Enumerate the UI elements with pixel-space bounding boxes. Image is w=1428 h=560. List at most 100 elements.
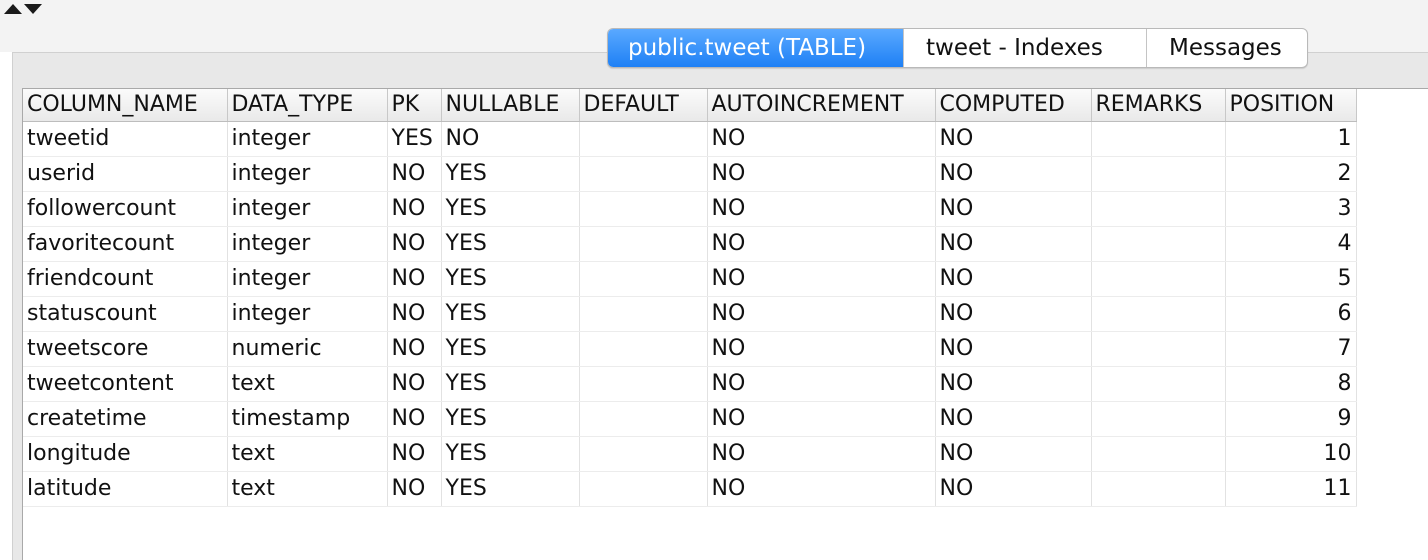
cell-computed[interactable]: NO [935, 226, 1092, 262]
cell-autoincrement[interactable]: NO [707, 401, 936, 437]
cell-default[interactable] [579, 436, 708, 472]
cell-position[interactable]: 6 [1225, 296, 1357, 332]
cell-pk[interactable]: NO [387, 471, 442, 507]
arrow-up-icon[interactable] [4, 4, 22, 14]
cell-nullable[interactable]: YES [441, 366, 580, 402]
cell-data-type[interactable]: integer [227, 226, 388, 262]
cell-nullable[interactable]: YES [441, 261, 580, 297]
header-autoincrement[interactable]: AUTOINCREMENT [707, 89, 936, 122]
cell-pk[interactable]: NO [387, 296, 442, 332]
header-remarks[interactable]: REMARKS [1091, 89, 1226, 122]
cell-computed[interactable]: NO [935, 296, 1092, 332]
cell-position[interactable]: 7 [1225, 331, 1357, 367]
cell-column-name[interactable]: followercount [23, 191, 228, 227]
cell-nullable[interactable]: YES [441, 296, 580, 332]
cell-default[interactable] [579, 156, 708, 192]
cell-remarks[interactable] [1091, 401, 1226, 437]
expand-collapse-arrows[interactable] [4, 4, 42, 14]
cell-default[interactable] [579, 401, 708, 437]
cell-data-type[interactable]: text [227, 366, 388, 402]
cell-data-type[interactable]: text [227, 471, 388, 507]
cell-computed[interactable]: NO [935, 331, 1092, 367]
cell-nullable[interactable]: YES [441, 191, 580, 227]
cell-column-name[interactable]: latitude [23, 471, 228, 507]
cell-default[interactable] [579, 331, 708, 367]
cell-computed[interactable]: NO [935, 156, 1092, 192]
header-computed[interactable]: COMPUTED [935, 89, 1092, 122]
cell-column-name[interactable]: tweetscore [23, 331, 228, 367]
cell-autoincrement[interactable]: NO [707, 471, 936, 507]
cell-default[interactable] [579, 226, 708, 262]
cell-remarks[interactable] [1091, 261, 1226, 297]
cell-column-name[interactable]: tweetcontent [23, 366, 228, 402]
cell-computed[interactable]: NO [935, 121, 1092, 157]
cell-remarks[interactable] [1091, 191, 1226, 227]
cell-data-type[interactable]: numeric [227, 331, 388, 367]
cell-data-type[interactable]: integer [227, 121, 388, 157]
cell-default[interactable] [579, 191, 708, 227]
cell-position[interactable]: 1 [1225, 121, 1357, 157]
cell-computed[interactable]: NO [935, 436, 1092, 472]
cell-pk[interactable]: NO [387, 366, 442, 402]
cell-column-name[interactable]: userid [23, 156, 228, 192]
cell-remarks[interactable] [1091, 331, 1226, 367]
cell-pk[interactable]: NO [387, 191, 442, 227]
cell-position[interactable]: 11 [1225, 471, 1357, 507]
cell-position[interactable]: 9 [1225, 401, 1357, 437]
cell-autoincrement[interactable]: NO [707, 156, 936, 192]
header-column-name[interactable]: COLUMN_NAME [23, 89, 228, 122]
cell-position[interactable]: 8 [1225, 366, 1357, 402]
cell-position[interactable]: 3 [1225, 191, 1357, 227]
cell-computed[interactable]: NO [935, 261, 1092, 297]
cell-remarks[interactable] [1091, 366, 1226, 402]
tab-messages[interactable]: Messages [1146, 29, 1307, 67]
cell-column-name[interactable]: tweetid [23, 121, 228, 157]
cell-default[interactable] [579, 366, 708, 402]
cell-pk[interactable]: YES [387, 121, 442, 157]
cell-default[interactable] [579, 121, 708, 157]
cell-default[interactable] [579, 296, 708, 332]
cell-nullable[interactable]: YES [441, 226, 580, 262]
cell-data-type[interactable]: text [227, 436, 388, 472]
cell-computed[interactable]: NO [935, 191, 1092, 227]
cell-position[interactable]: 2 [1225, 156, 1357, 192]
cell-autoincrement[interactable]: NO [707, 296, 936, 332]
cell-pk[interactable]: NO [387, 226, 442, 262]
cell-pk[interactable]: NO [387, 261, 442, 297]
header-data-type[interactable]: DATA_TYPE [227, 89, 388, 122]
cell-remarks[interactable] [1091, 296, 1226, 332]
cell-pk[interactable]: NO [387, 436, 442, 472]
header-nullable[interactable]: NULLABLE [441, 89, 580, 122]
cell-computed[interactable]: NO [935, 471, 1092, 507]
cell-column-name[interactable]: friendcount [23, 261, 228, 297]
cell-data-type[interactable]: integer [227, 296, 388, 332]
cell-nullable[interactable]: YES [441, 436, 580, 472]
cell-column-name[interactable]: statuscount [23, 296, 228, 332]
cell-pk[interactable]: NO [387, 156, 442, 192]
header-default[interactable]: DEFAULT [579, 89, 708, 122]
cell-autoincrement[interactable]: NO [707, 436, 936, 472]
cell-nullable[interactable]: YES [441, 401, 580, 437]
cell-nullable[interactable]: YES [441, 331, 580, 367]
cell-remarks[interactable] [1091, 156, 1226, 192]
cell-column-name[interactable]: longitude [23, 436, 228, 472]
header-position[interactable]: POSITION [1225, 89, 1357, 122]
cell-position[interactable]: 5 [1225, 261, 1357, 297]
cell-default[interactable] [579, 261, 708, 297]
cell-data-type[interactable]: integer [227, 156, 388, 192]
cell-position[interactable]: 4 [1225, 226, 1357, 262]
cell-remarks[interactable] [1091, 226, 1226, 262]
cell-autoincrement[interactable]: NO [707, 121, 936, 157]
cell-data-type[interactable]: timestamp [227, 401, 388, 437]
cell-remarks[interactable] [1091, 471, 1226, 507]
cell-column-name[interactable]: favoritecount [23, 226, 228, 262]
header-pk[interactable]: PK [387, 89, 442, 122]
arrow-down-icon[interactable] [24, 4, 42, 14]
